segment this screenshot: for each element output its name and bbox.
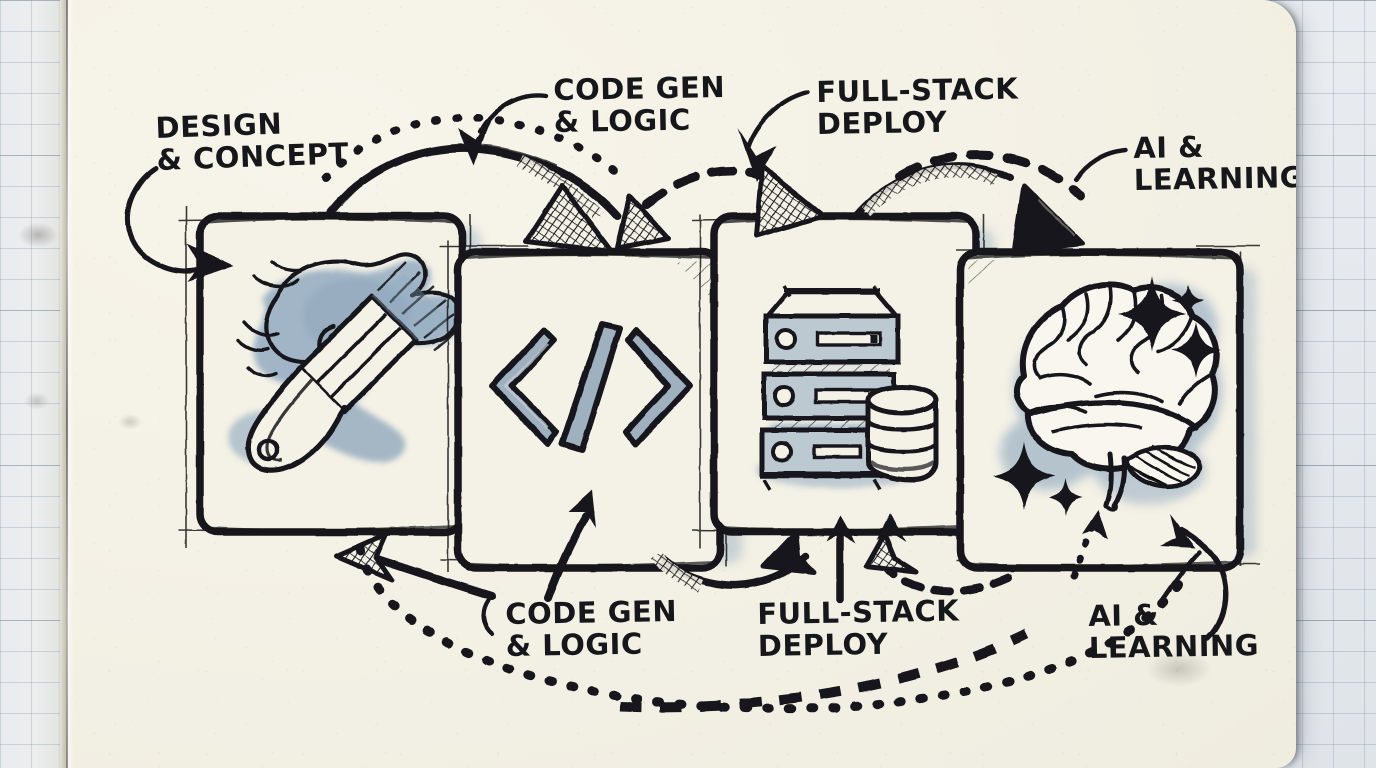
arrow-up-into-deploy: [826, 516, 856, 604]
code-brackets-icon: [489, 321, 693, 453]
card-deploy-infra[interactable]: [691, 212, 985, 548]
leader-ai-learning-bottom: [1157, 549, 1203, 607]
arrow-deploy-to-code-return: [650, 529, 817, 592]
arrow-up-into-code: [544, 490, 596, 602]
arrow-ai-to-deploy-return: [863, 514, 1012, 596]
label-full-stack-deploy-top: FULL-STACK DEPLOY: [815, 71, 1019, 142]
leader-code-gen-top: [458, 93, 549, 166]
leader-ai-learning-top: [1073, 147, 1129, 183]
leader-design-concept: [125, 165, 234, 282]
arrow-deploy-to-ai: [852, 150, 1085, 255]
arrow-ai-selfloop: [1160, 514, 1229, 641]
flow-arrows-top: [125, 89, 1129, 282]
label-ai-learning-bottom: AI & LEARNING: [1087, 597, 1260, 666]
card-code-logic[interactable]: [439, 240, 727, 572]
label-full-stack-deploy-bottom: FULL-STACK DEPLOY: [756, 593, 960, 664]
card-design-concept[interactable]: [177, 206, 471, 548]
arrow-code-to-deploy: [641, 163, 827, 239]
left-grid-page-edge: [0, 0, 60, 768]
database-icon: [865, 384, 939, 483]
server-unit: [763, 313, 901, 365]
sparkle-icon: [993, 276, 1221, 516]
label-code-gen-bottom: CODE GEN & LOGIC: [504, 594, 678, 664]
arrow-code-to-design-return: [333, 531, 496, 637]
sketch-artwork: [125, 89, 1260, 714]
server-stack-icon: [756, 285, 939, 491]
label-design-concept: DESIGN & CONCEPT: [154, 106, 350, 178]
flow-arrows-bottom: [333, 490, 1229, 714]
arrow-dotted-into-ai: [1070, 510, 1108, 580]
leader-full-stack-top: [738, 89, 811, 182]
paintbrush-icon: [228, 252, 464, 473]
page-fold-line: [66, 0, 68, 768]
arrow-long-feedback-loop: [355, 543, 1191, 714]
brain-sparkles-icon: [993, 276, 1222, 516]
label-code-gen-top: CODE GEN & LOGIC: [552, 70, 726, 140]
arrow-design-to-code: [322, 113, 628, 255]
arrow-code-inbound-wedge: [615, 193, 671, 251]
card-ai-learning[interactable]: [955, 245, 1260, 572]
sketchbook-page: DESIGN & CONCEPT CODE GEN & LOGIC FULL-S…: [0, 0, 1296, 768]
label-ai-learning-top: AI & LEARNING: [1132, 129, 1296, 198]
